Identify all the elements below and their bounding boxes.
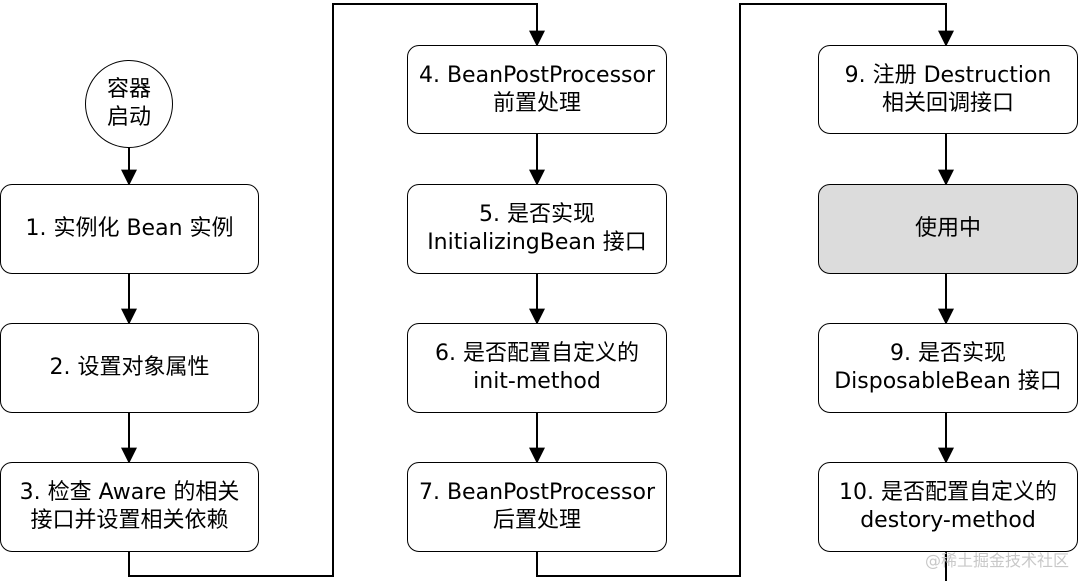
container-start-node: 容器 启动 [85,60,173,148]
connector-step-7-to-step-9a [536,3,954,577]
in-use-node: 使用中 [818,184,1078,274]
step-4-node: 4. BeanPostProcessor 前置处理 [407,45,667,134]
step-6-label-line-2: init-method [473,369,601,394]
start-label-line-2: 启动 [106,105,151,130]
step-10-label-line-2: destory-method [860,508,1036,533]
step-7-node: 7. BeanPostProcessor 后置处理 [407,462,667,552]
step-5-node: 5. 是否实现 InitializingBean 接口 [407,184,667,274]
step-3-label-line-1: 3. 检查 Aware 的相关 [19,480,240,505]
step-9b-label-line-1: 9. 是否实现 [890,341,1006,366]
step-6-node: 6. 是否配置自定义的 init-method [407,323,667,413]
start-label-line-1: 容器 [106,77,151,102]
step-1-label: 1. 实例化 Bean 实例 [25,216,234,241]
step-10-node: 10. 是否配置自定义的 destory-method [818,462,1078,552]
step-6-label-line-1: 6. 是否配置自定义的 [435,341,639,366]
step-9a-label-line-1: 9. 注册 Destruction [844,62,1052,88]
step-2-label: 2. 设置对象属性 [49,355,210,380]
step-4-label-line-1: 4. BeanPostProcessor [418,62,656,88]
connector-step-3-to-step-4 [128,3,545,577]
step-9a-label-line-2: 相关回调接口 [881,90,1014,116]
step-7-label-line-1: 7. BeanPostProcessor [418,480,656,505]
step-3-node: 3. 检查 Aware 的相关 接口并设置相关依赖 [0,462,259,552]
step-1-node: 1. 实例化 Bean 实例 [0,184,259,274]
step-3-label-line-2: 接口并设置相关依赖 [30,508,229,533]
step-9-disposable-node: 9. 是否实现 DisposableBean 接口 [818,323,1078,413]
step-10-label-line-1: 10. 是否配置自定义的 [839,480,1057,505]
in-use-label: 使用中 [914,216,981,241]
step-9b-label-line-2: DisposableBean 接口 [834,369,1062,394]
step-5-label-line-2: InitializingBean 接口 [427,230,647,255]
step-2-node: 2. 设置对象属性 [0,323,259,413]
step-4-label-line-2: 前置处理 [492,90,581,116]
step-5-label-line-1: 5. 是否实现 [479,202,595,227]
step-7-label-line-2: 后置处理 [492,508,581,533]
watermark-text: @稀土掘金技术社区 [924,551,1069,570]
step-9-register-destruction-node: 9. 注册 Destruction 相关回调接口 [818,45,1078,134]
